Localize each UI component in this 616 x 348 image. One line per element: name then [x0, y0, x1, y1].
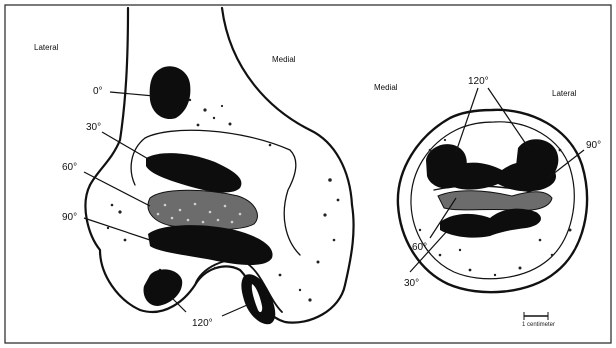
femur-patch-90: [148, 225, 273, 265]
femur-patch-0: [150, 66, 191, 119]
patella-patch-30: [440, 209, 541, 238]
femur-lateral-label: Lateral: [34, 43, 59, 52]
scale-bar-label: 1 centimeter: [522, 322, 555, 328]
femur-patch-30: [146, 153, 241, 192]
femur-contact-patches: [144, 66, 276, 324]
femur-medial-label: Medial: [272, 55, 296, 64]
femur-angle-120: 120°: [192, 318, 213, 329]
patella-angle-120: 120°: [468, 76, 489, 87]
femur-patch-60: [148, 190, 257, 229]
patella-patch-60: [438, 191, 552, 211]
patella-angle-30: 30°: [404, 278, 419, 289]
femur-angle-60: 60°: [62, 162, 77, 173]
scale-bar: 1 centimeter: [522, 312, 555, 328]
femur-angle-90: 90°: [62, 212, 77, 223]
femur-angle-0: 0°: [93, 86, 103, 97]
femur-patch-120-lateral: [144, 269, 183, 306]
patella-lateral-label: Lateral: [552, 89, 577, 98]
femur-shaft-medial-edge: [222, 8, 352, 205]
patella-angle-60: 60°: [412, 242, 427, 253]
patella-medial-label: Medial: [374, 83, 398, 92]
femur-angle-30: 30°: [86, 122, 101, 133]
patella-angle-90: 90°: [586, 140, 601, 151]
